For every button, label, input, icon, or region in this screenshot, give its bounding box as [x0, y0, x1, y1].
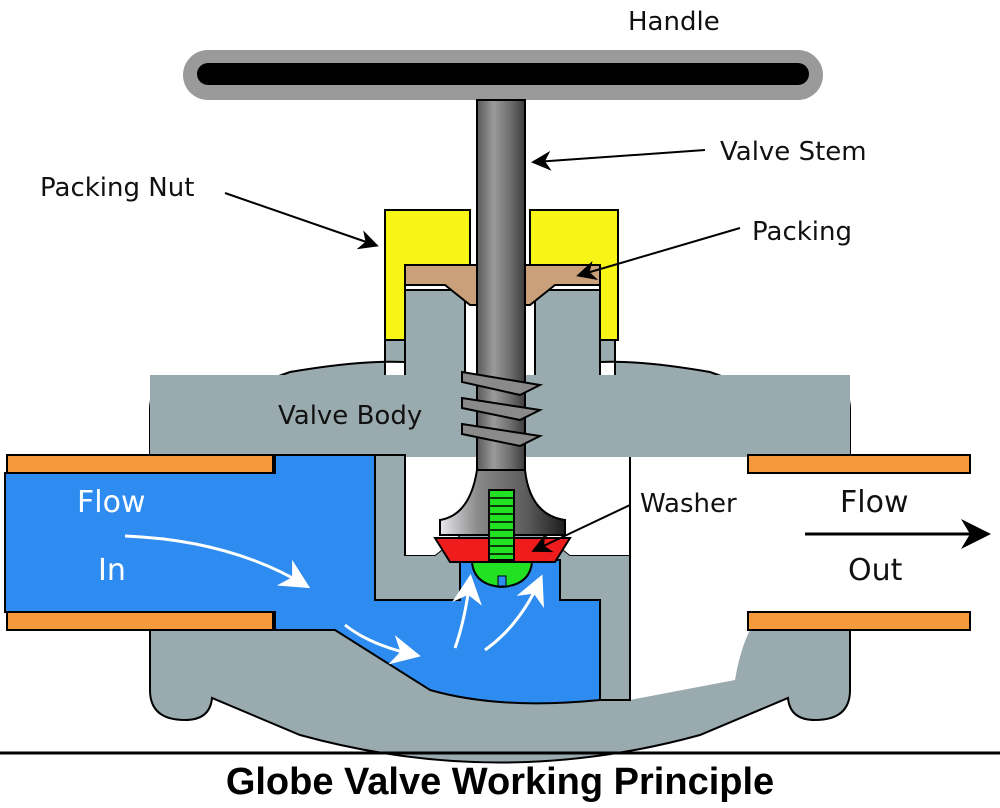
- stem-threads: [461, 370, 544, 448]
- label-valve-body: Valve Body: [278, 401, 422, 431]
- label-handle: Handle: [628, 7, 720, 37]
- outlet-pipe: [747, 454, 971, 631]
- label-valve-stem: Valve Stem: [720, 137, 867, 167]
- flow-arrows: [124, 534, 544, 665]
- inlet-pipe: [6, 454, 274, 631]
- label-flow-in-1: Flow: [77, 485, 145, 520]
- label-packing: Packing: [752, 217, 852, 247]
- label-washer: Washer: [640, 489, 737, 519]
- diagram-title: Globe Valve Working Principle: [226, 761, 774, 803]
- outlet-cavity: [630, 457, 850, 700]
- leader-arrows: [224, 149, 741, 553]
- label-packing-nut: Packing Nut: [40, 173, 194, 203]
- valve-stem: [476, 99, 526, 521]
- label-flow-out-2: Out: [848, 553, 903, 588]
- handle: [183, 50, 823, 100]
- label-flow-in-2: In: [98, 553, 126, 588]
- label-flow-out-1: Flow: [840, 485, 908, 520]
